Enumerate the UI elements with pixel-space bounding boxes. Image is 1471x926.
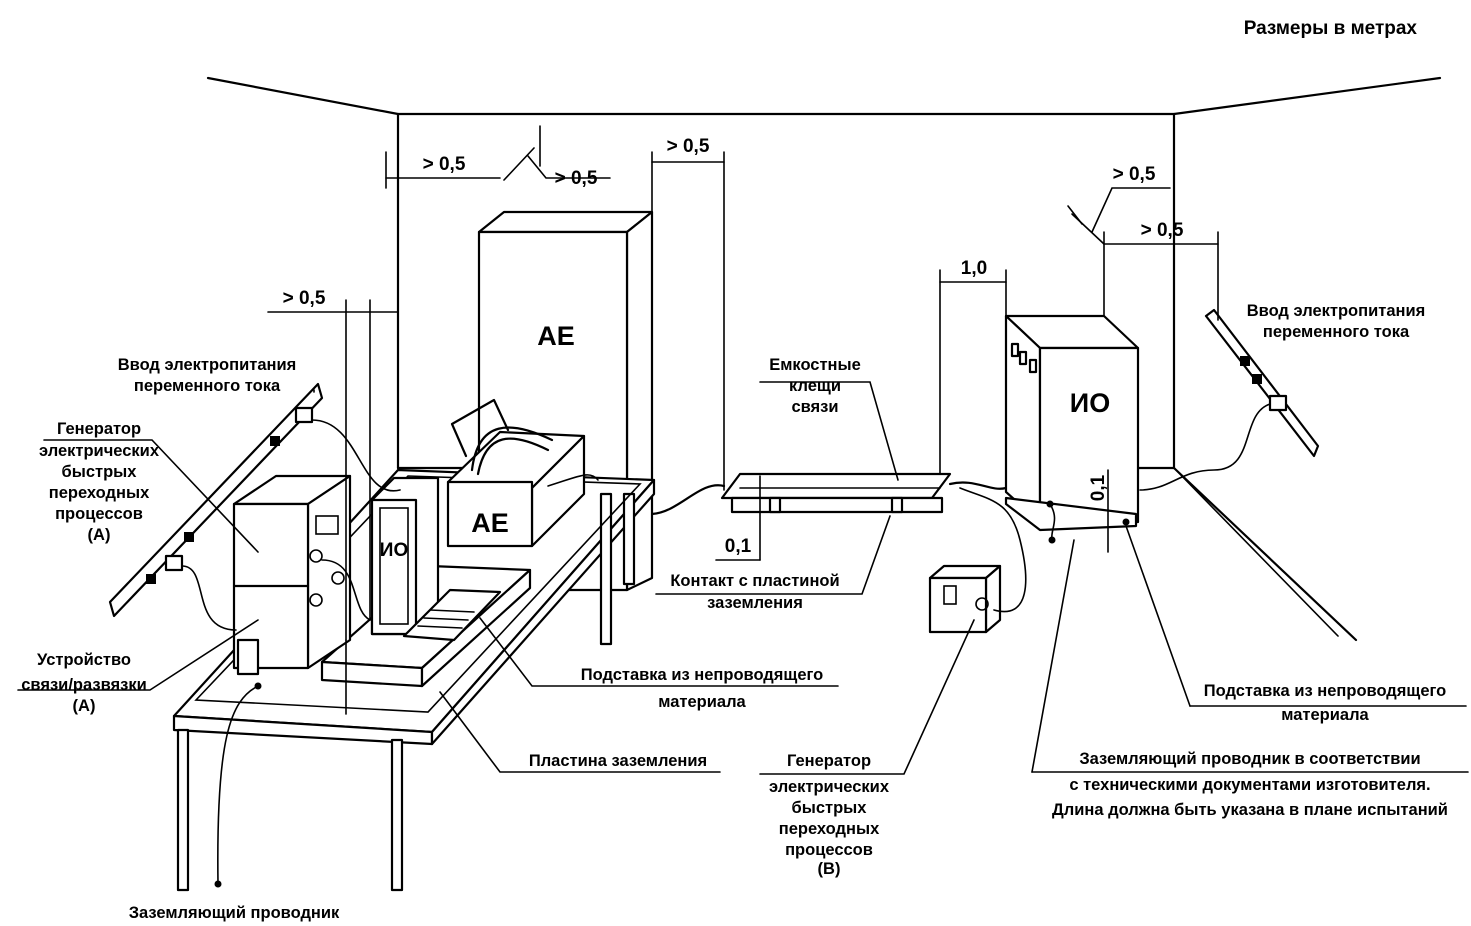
ae-table-label: AE <box>471 508 509 538</box>
dim-gt05-a: > 0,5 <box>423 154 466 175</box>
io-cabinet-label: ИО <box>1070 388 1110 418</box>
capacitive-clamp <box>720 472 952 514</box>
svg-text:Заземляющий проводник в соотве: Заземляющий проводник в соответствии <box>1079 750 1420 768</box>
svg-text:материала: материала <box>658 693 746 711</box>
svg-text:связи: связи <box>791 398 838 416</box>
svg-text:быстрых: быстрых <box>62 463 138 481</box>
svg-text:переходных: переходных <box>49 484 150 502</box>
svg-text:(A): (A) <box>88 526 111 544</box>
generator-a <box>232 474 352 676</box>
svg-text:процессов: процессов <box>785 841 873 859</box>
io-table-label: ИО <box>380 540 408 561</box>
svg-text:Генератор: Генератор <box>57 420 141 438</box>
dim-0-1-a: 0,1 <box>725 536 752 557</box>
ground-conductor-left <box>214 682 262 888</box>
svg-text:переменного тока: переменного тока <box>134 377 281 395</box>
dim-gt05-e: > 0,5 <box>1113 164 1156 185</box>
svg-text:Контакт с пластиной: Контакт с пластиной <box>670 572 839 590</box>
svg-text:электрических: электрических <box>39 442 160 460</box>
svg-text:с техническими документами изг: с техническими документами изготовителя. <box>1069 776 1430 794</box>
dim-gt05-d: > 0,5 <box>283 288 326 309</box>
ac-in-left-label: Ввод электропитания переменного тока <box>118 356 297 395</box>
svg-text:переменного тока: переменного тока <box>1263 323 1410 341</box>
svg-text:(B): (B) <box>818 860 841 878</box>
units-note: Размеры в метрах <box>1244 18 1418 39</box>
svg-text:материала: материала <box>1281 706 1369 724</box>
dim-gt05-b: > 0,5 <box>555 168 598 189</box>
svg-text:связи/развязки: связи/развязки <box>21 676 146 694</box>
ae-on-table: AE <box>446 398 586 548</box>
svg-text:Ввод электропитания: Ввод электропитания <box>118 356 297 374</box>
io-cabinet: ИО <box>1004 314 1140 532</box>
io-monitor: ИО <box>370 476 502 642</box>
svg-text:Емкостные: Емкостные <box>769 356 861 374</box>
svg-text:клещи: клещи <box>789 377 841 395</box>
ground-conductor-right <box>1046 500 1130 544</box>
dim-gt05-f: > 0,5 <box>1141 220 1184 241</box>
svg-text:быстрых: быстрых <box>792 799 868 817</box>
ground-plate-label: Пластина заземления <box>529 752 707 770</box>
svg-text:Подставка из непроводящего: Подставка из непроводящего <box>581 666 824 684</box>
leader-lines <box>17 381 1469 775</box>
dim-gt05-c: > 0,5 <box>667 136 710 157</box>
svg-text:электрических: электрических <box>769 778 890 796</box>
svg-text:заземления: заземления <box>707 594 803 612</box>
gen-b-label: Генератор электрических быстрых переходн… <box>769 752 890 878</box>
ac-strip-left <box>108 382 324 618</box>
ac-strip-right <box>1139 308 1320 491</box>
svg-text:процессов: процессов <box>55 505 143 523</box>
svg-text:Генератор: Генератор <box>787 752 871 770</box>
stand-right-label: Подставка из непроводящего материала <box>1204 682 1447 724</box>
ground-conductor-bottom-label: Заземляющий проводник <box>129 904 340 922</box>
cap-clamp-label: Емкостные клещи связи <box>769 356 861 416</box>
svg-text:переходных: переходных <box>779 820 880 838</box>
svg-text:Длина должна быть указана в пл: Длина должна быть указана в плане испыта… <box>1052 801 1448 819</box>
dim-1-0: 1,0 <box>961 258 987 279</box>
dimension-lines: > 0,5 > 0,5 > 0,5 > 0,5 1,0 > 0,5 > 0,5 <box>267 125 1219 715</box>
cables-left <box>181 419 599 631</box>
dim-0-1-b: 0,1 <box>1088 474 1109 501</box>
stand-mid-label: Подставка из непроводящего материала <box>581 666 824 711</box>
cdn-a-label: Устройство связи/развязки (A) <box>21 651 146 715</box>
ac-in-right-label: Ввод электропитания переменного тока <box>1247 302 1426 341</box>
contact-plate-label: Контакт с пластиной заземления <box>670 572 839 612</box>
svg-text:Устройство: Устройство <box>37 651 131 669</box>
svg-text:Ввод электропитания: Ввод электропитания <box>1247 302 1426 320</box>
ground-conductor-note: Заземляющий проводник в соответствии с т… <box>1052 750 1448 819</box>
gen-a-label: Генератор электрических быстрых переходн… <box>39 420 160 544</box>
generator-b <box>928 487 1027 634</box>
ae-cabinet-label: AE <box>537 321 575 351</box>
svg-text:(A): (A) <box>73 697 96 715</box>
svg-text:Подставка из непроводящего: Подставка из непроводящего <box>1204 682 1447 700</box>
